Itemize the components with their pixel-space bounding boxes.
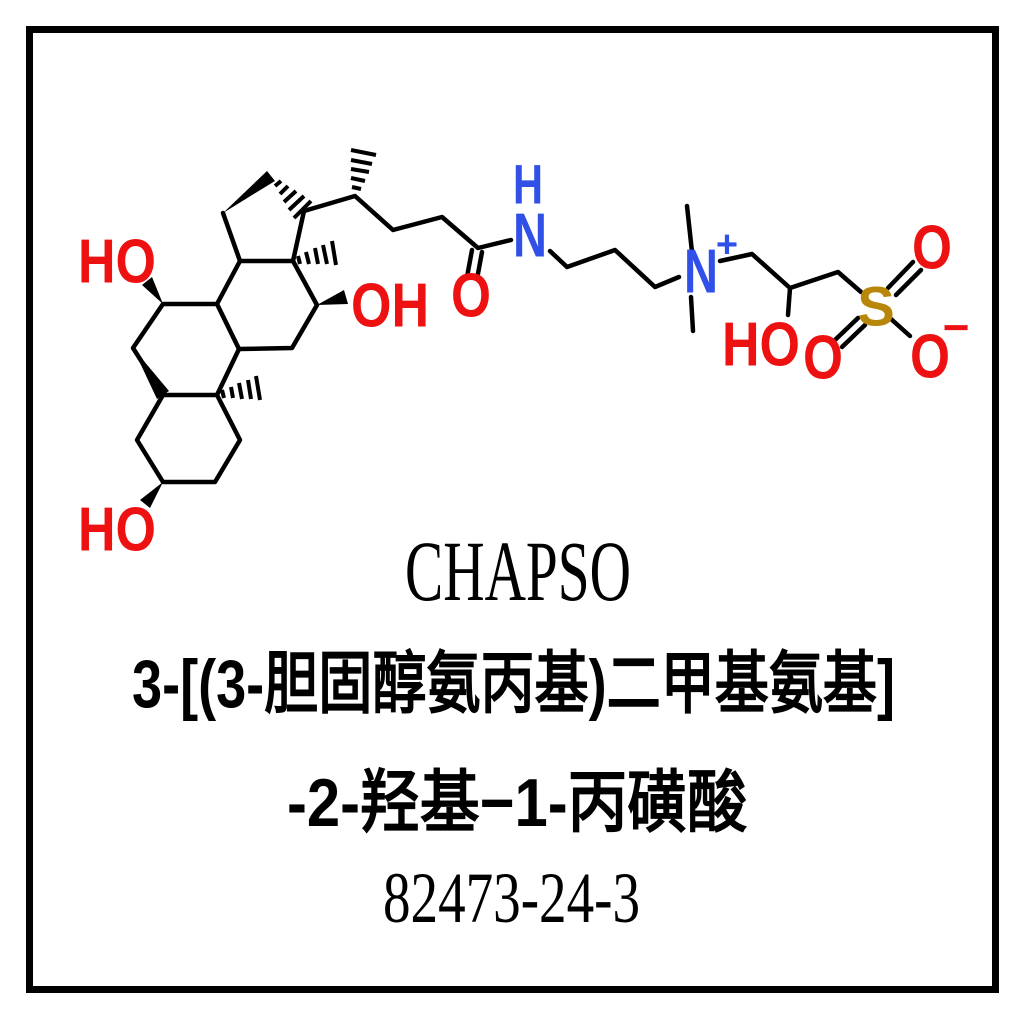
- hashed-methyl-c13: [296, 240, 338, 266]
- amide-hydrogen-label: H: [513, 153, 543, 216]
- ring-c: [214, 258, 320, 352]
- s-o-double-bond-left: [832, 315, 868, 350]
- hydroxypropyl-bonds: [717, 251, 864, 318]
- s-o-anion-bond: [888, 316, 913, 339]
- sulfur-label: S: [857, 275, 894, 338]
- carbonyl-oxygen-label: O: [451, 262, 491, 331]
- wedge-bonds: [133, 171, 348, 508]
- hydroxyl-label-propyl: HO: [722, 311, 800, 380]
- minus-charge-label: −: [943, 301, 970, 353]
- sulfonate-oxygen-top-label: O: [912, 214, 952, 283]
- hashed-methyl-c20: [350, 148, 377, 191]
- hashed-methyl-c10: [220, 375, 262, 401]
- compound-name-cn-line1: 3-[(3-胆固醇氨丙基)二甲基氨基]: [132, 646, 895, 722]
- carbonyl-double-bond: [464, 247, 485, 282]
- sulfonate-oxygen-left-label: O: [803, 324, 843, 393]
- hydroxyl-label-c7: HO: [78, 228, 156, 297]
- side-chain-bonds: [301, 193, 514, 251]
- ring-a: [134, 392, 243, 485]
- hydroxyl-label-c12: OH: [351, 272, 429, 341]
- atom-labels: HO OH HO O H N N + HO S O O O −: [78, 153, 969, 565]
- card-border: [26, 26, 999, 993]
- compound-name-en: CHAPSO: [405, 523, 631, 619]
- hydroxyl-label-c3: HO: [78, 496, 156, 565]
- n-methyl-bonds: [684, 203, 696, 334]
- cas-number: 82473-24-3: [383, 858, 640, 938]
- amide-nitrogen-label: N: [513, 202, 547, 271]
- propyl-chain-bonds: [547, 247, 682, 290]
- hashed-bonds: [220, 148, 377, 401]
- plus-charge-label: +: [716, 224, 738, 266]
- ring-d: [220, 208, 307, 264]
- s-o-double-bond-top: [885, 259, 924, 298]
- steroid-skeleton: [130, 208, 320, 485]
- hashed-ring-d-edge: [273, 179, 313, 220]
- sulfonate-oxygen-anion-label: O: [910, 323, 950, 392]
- sulfonate-bonds: [832, 259, 924, 350]
- compound-name-cn-line2: -2-羟基−1-丙磺酸: [287, 765, 748, 841]
- quaternary-nitrogen-label: N: [684, 238, 718, 307]
